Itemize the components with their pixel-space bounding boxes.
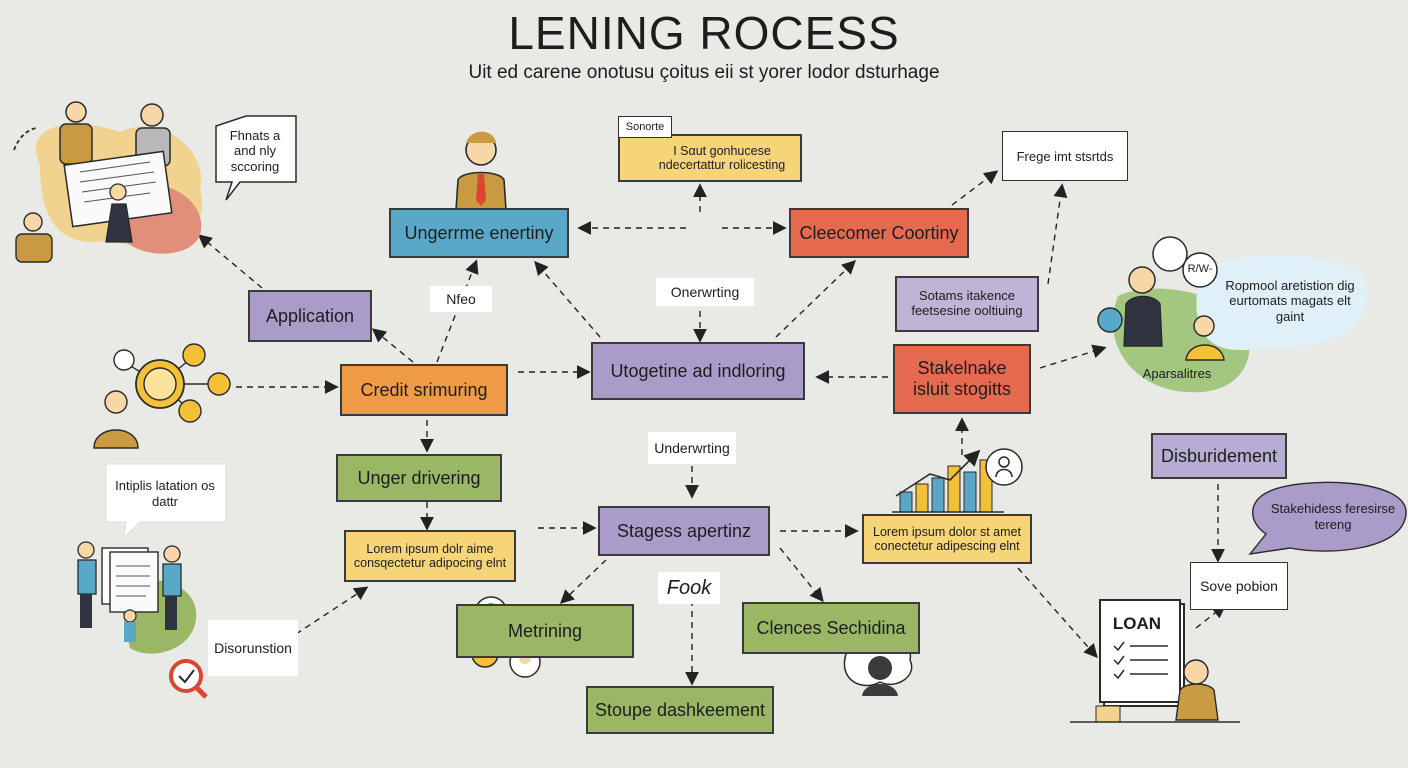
connector-arrows: [197, 170, 1227, 686]
intiplis-bubble: Intiplis latation os dattr: [115, 478, 215, 509]
stoupe-node[interactable]: Stoupe dashkeement: [586, 686, 774, 734]
sotams-note: Sotams itakence feetsesine ooltiuing: [895, 276, 1039, 332]
phnats-bubble: Fhnats a and nly sccoring: [229, 127, 281, 174]
ropmool-bubble: Ropmool aretistion dig eurtomats magats …: [1225, 277, 1355, 324]
scoring-top-note: I Sαut gonhucese ndecertattur rolicestin…: [618, 134, 802, 182]
sonorte-tag: Sonorte: [618, 116, 672, 138]
fook-label: Fook: [658, 572, 720, 604]
lorem-right-note: Lorem ipsum dolor st amet conectetur adi…: [862, 514, 1032, 564]
aparsalitres-label: Aparsalitres: [1142, 366, 1212, 382]
lorem-left-note: Lorem ipsum dolr aime consqectetur adipo…: [344, 530, 516, 582]
credit-scoring-node[interactable]: Credit srimuring: [340, 364, 508, 416]
bar-chart-illustration: [892, 448, 1023, 513]
loan-doc-title: LOAN: [1112, 613, 1162, 633]
diagram-title: LENING ROCESS: [508, 7, 900, 59]
user-network-illustration: [93, 343, 231, 449]
businessman-illustration: [455, 131, 507, 211]
onerwrting-label: Onerwrting: [656, 278, 754, 306]
document-people-illustration: [77, 463, 227, 699]
unger-driving-node[interactable]: Unger drivering: [336, 454, 502, 502]
sevepobion-label: Sove pobion: [1190, 562, 1288, 610]
stakehidess-bubble: Stakehidess feresirse tereng: [1270, 501, 1396, 532]
clences-node[interactable]: Clences Sechidina: [742, 602, 920, 654]
underwrting-label: Underwrting: [648, 432, 736, 464]
diagram-subtitle: Uit ed carene onotusu çoitus eii st yore…: [468, 62, 940, 83]
application-node[interactable]: Application: [248, 290, 372, 342]
team-document-illustration: [13, 101, 297, 263]
ungerrme-node[interactable]: Ungerrme enertiny: [389, 208, 569, 258]
disorunstion-label: Disorunstion: [208, 620, 298, 676]
stakeholders-illustration: [1097, 236, 1367, 393]
speech-bubble-shape: [1248, 481, 1407, 555]
cleecomer-node[interactable]: Cleecomer Coortiny: [789, 208, 969, 258]
stagess-node[interactable]: Stagess apertinz: [598, 506, 770, 556]
frege-label: Frege imt stsrtds: [1002, 131, 1128, 181]
loan-document-illustration: [1070, 599, 1240, 723]
disburidement-node[interactable]: Disburidement: [1151, 433, 1287, 479]
utogetine-node[interactable]: Utogetine ad indloring: [591, 342, 805, 400]
stakelnake-node[interactable]: Stakelnake isluit stogitts: [893, 344, 1031, 414]
rw-tag: R/W-: [1187, 263, 1213, 276]
nfeo-label: Nfeo: [430, 286, 492, 312]
metrining-node[interactable]: Metrining: [456, 604, 634, 658]
